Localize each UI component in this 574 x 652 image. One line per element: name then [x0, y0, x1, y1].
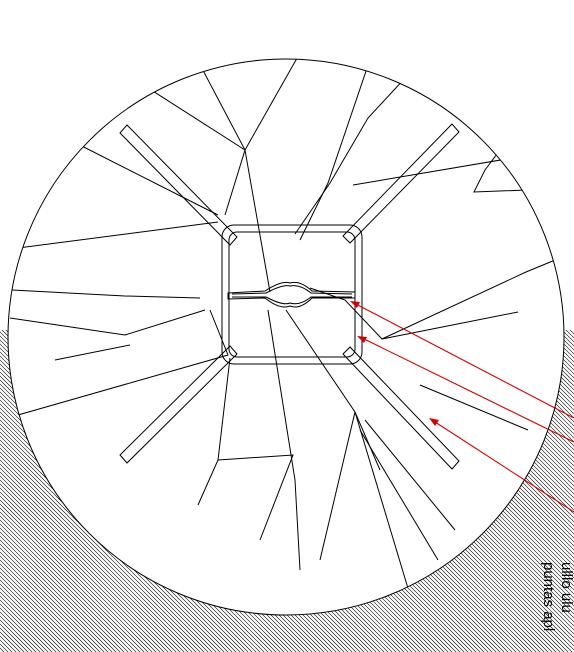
- hatch-line: [0, 463, 189, 652]
- hatch-line: [0, 455, 197, 652]
- crack-lines: [9, 59, 561, 596]
- hatch-line: [0, 495, 157, 652]
- hatch-line: [0, 595, 57, 652]
- hatch-line: [0, 527, 125, 652]
- hatch-line: [0, 567, 85, 652]
- vertical-labels: ulllo ulu puntas apl: [540, 562, 574, 631]
- label-line-2: puntas apl: [540, 562, 557, 631]
- hatch-line: [0, 503, 149, 652]
- hatch-line: [0, 487, 165, 652]
- hatch-line: [0, 603, 49, 652]
- hatch-line: [0, 511, 141, 652]
- hatch-line: [0, 447, 205, 652]
- diagonal-slots: [119, 123, 460, 470]
- hatch-line: [0, 475, 177, 652]
- hatch-line: [0, 515, 137, 652]
- hatch-line: [0, 599, 53, 652]
- hatch-line: [0, 583, 69, 652]
- hatch-line: [0, 611, 41, 652]
- hatch-line: [0, 579, 73, 652]
- hatch-line: [0, 535, 117, 652]
- hatch-line: [537, 330, 574, 367]
- pointer-arrow-2: [359, 336, 574, 443]
- hatch-line: [0, 507, 145, 652]
- slot-upper-left: [119, 124, 238, 246]
- pointer-arrow-1: [351, 301, 574, 419]
- center-cutter: [227, 281, 356, 308]
- hatch-line: [0, 543, 109, 652]
- hatch-line: [0, 607, 45, 652]
- hatch-line: [0, 523, 129, 652]
- hatch-line: [0, 479, 173, 652]
- hatch-line: [0, 467, 185, 652]
- hatch-line: [0, 519, 133, 652]
- hatch-line: [0, 451, 201, 652]
- disc-outline: [7, 58, 565, 616]
- hatch-line: [0, 551, 101, 652]
- hatch-line: [0, 555, 97, 652]
- slot-lower-left: [119, 345, 238, 464]
- hatch-line: [0, 559, 93, 652]
- hatch-line: [0, 499, 153, 652]
- pointer-arrows: [350, 301, 574, 513]
- hatch-line: [0, 591, 61, 652]
- hatch-line: [0, 439, 213, 652]
- pointer-arrow-3: [431, 419, 574, 513]
- hatch-line: [0, 459, 193, 652]
- hatch-line: [0, 443, 209, 652]
- hatch-line: [0, 615, 37, 652]
- hatch-line: [0, 571, 81, 652]
- hatch-line: [0, 531, 121, 652]
- hatch-line: [529, 330, 574, 375]
- hatch-line: [0, 587, 65, 652]
- hatch-line: [0, 547, 105, 652]
- hatch-line: [533, 330, 574, 371]
- label-line-1: ulllo ulu: [558, 562, 574, 613]
- hatch-line: [0, 575, 77, 652]
- hatch-line: [0, 563, 89, 652]
- slot-upper-right: [342, 123, 460, 244]
- hatch-line: [0, 471, 181, 652]
- hatch-line: [0, 483, 169, 652]
- slot-lower-right: [342, 346, 460, 470]
- hatch-line: [0, 539, 113, 652]
- hatch-line: [0, 491, 161, 652]
